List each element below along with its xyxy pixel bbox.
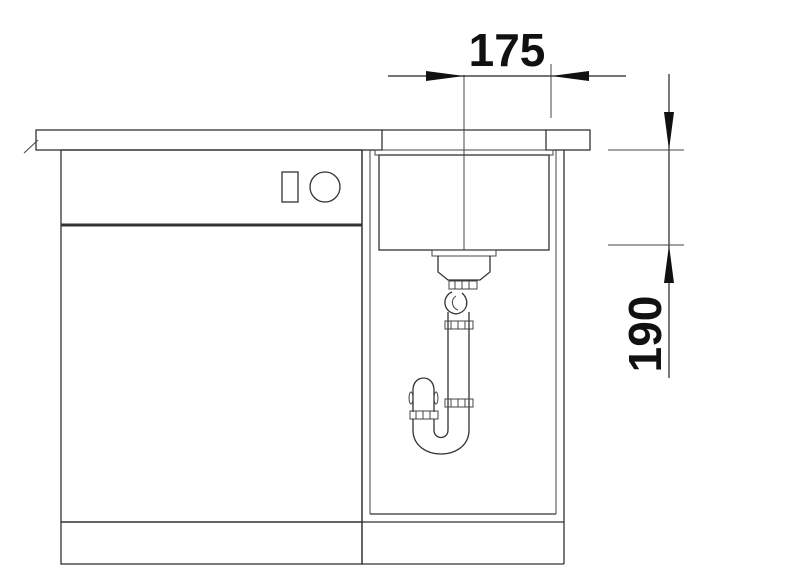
dishwasher-knob-icon [309, 171, 341, 203]
dimension-depth-label: 190 [619, 296, 671, 373]
dimension-width: 175 [388, 24, 626, 118]
drain-trap [408, 249, 497, 455]
dishwasher-button-icon [281, 171, 299, 203]
sink-cabinet [361, 150, 565, 565]
dishwasher-plinth [60, 521, 363, 565]
dishwasher [60, 149, 363, 565]
sink-bowl [374, 75, 554, 251]
dimension-width-label: 175 [469, 24, 546, 76]
dimension-depth: 190 [608, 74, 684, 378]
